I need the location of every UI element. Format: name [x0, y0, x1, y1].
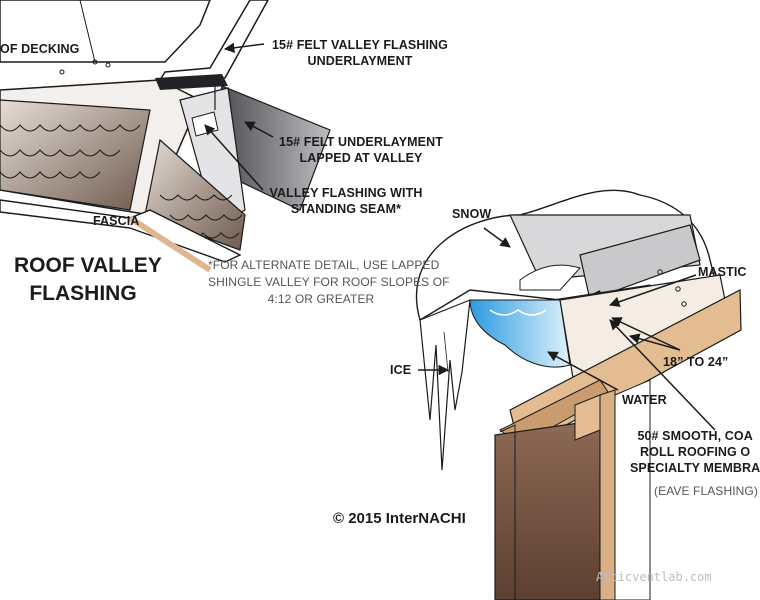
valley-rafter	[158, 0, 269, 81]
snow-overhang	[519, 264, 581, 291]
nail	[92, 59, 98, 65]
label-membrane: 50# SMOOTH, COA ROLL ROOFING O SPECIALTY…	[630, 428, 760, 476]
nail	[105, 62, 111, 68]
arrow-valley-flashing	[204, 124, 264, 191]
arrow-distance-b	[628, 333, 681, 351]
label-fascia: FASCIA	[93, 214, 140, 228]
arrow-mastic	[609, 274, 697, 307]
label-felt-valley-line2: UNDERLAYMENT	[307, 54, 413, 68]
label-eave-flashing: (EAVE FLASHING)	[654, 484, 758, 498]
label-felt-valley: 15# FELT VALLEY FLASHING UNDERLAYMENT	[266, 37, 454, 69]
diagram-title: ROOF VALLEY FLASHING	[14, 252, 162, 308]
roof-illustrations	[0, 0, 742, 600]
note-line2: SHINGLE VALLEY FOR ROOF SLOPES OF	[208, 275, 450, 289]
label-membrane-line1: 50# SMOOTH, COA	[637, 429, 753, 443]
note-line1: *FOR ALTERNATE DETAIL, USE LAPPED	[208, 258, 440, 272]
label-water: WATER	[622, 393, 667, 407]
decking-seam	[79, 0, 96, 63]
arrow-felt-underlayment	[244, 121, 274, 138]
nail	[657, 269, 663, 275]
wall-stud	[599, 389, 616, 600]
label-felt-valley-line1: 15# FELT VALLEY FLASHING	[271, 38, 449, 52]
label-felt-underlayment: 15# FELT UNDERLAYMENT LAPPED AT VALLEY	[276, 134, 446, 166]
label-mastic: MASTIC	[698, 265, 747, 279]
label-valley-flashing-line2: STANDING SEAM*	[290, 202, 402, 216]
fascia-lip	[499, 424, 516, 600]
metal-flashing	[579, 224, 701, 301]
label-distance: 18” TO 24”	[663, 355, 729, 369]
ice-dam-drawing	[415, 189, 742, 600]
diagram-title-line2: FLASHING	[29, 282, 137, 305]
nail	[675, 286, 681, 292]
blocking	[574, 394, 601, 441]
label-ice: ICE	[390, 363, 412, 377]
arrow-snow	[483, 227, 511, 248]
watermark-text: Atticventlab.com	[596, 570, 712, 584]
copyright-text: © 2015 InterNACHI	[333, 510, 466, 527]
label-felt-underlayment-line2: LAPPED AT VALLEY	[299, 151, 423, 165]
roof-valley-drawing	[0, 0, 331, 273]
label-valley-flashing: VALLEY FLASHING WITH STANDING SEAM*	[266, 185, 426, 217]
label-valley-flashing-line1: VALLEY FLASHING WITH	[269, 186, 423, 200]
icicles	[419, 299, 471, 471]
decking-plane	[0, 0, 211, 63]
label-felt-underlayment-line1: 15# FELT UNDERLAYMENT	[279, 135, 443, 149]
water-ripple	[489, 309, 547, 316]
note-line3: 4:12 OR GREATER	[267, 292, 375, 306]
label-membrane-line3: SPECIALTY MEMBRA	[630, 461, 760, 475]
wall-sheathing	[614, 379, 651, 600]
alternate-detail-note: *FOR ALTERNATE DETAIL, USE LAPPED SHINGL…	[208, 257, 450, 308]
arrow-water	[547, 351, 619, 391]
leader-lines	[204, 42, 716, 431]
eave-fascia	[494, 419, 601, 600]
diagram-title-line1: ROOF VALLEY	[14, 254, 162, 277]
label-decking: OF DECKING	[0, 42, 80, 56]
arrow-distance-a	[611, 317, 681, 351]
label-membrane-line2: ROLL ROOFING O	[640, 445, 751, 459]
nail	[681, 301, 687, 307]
ice-dam	[469, 299, 571, 368]
left-shingle-courses	[0, 124, 141, 179]
nail	[59, 69, 65, 75]
fascia-edge	[128, 215, 212, 273]
arrow-membrane	[609, 319, 716, 431]
valley-felt-strip	[155, 74, 228, 90]
label-snow: SNOW	[452, 207, 492, 221]
arrow-felt-valley	[223, 42, 265, 54]
